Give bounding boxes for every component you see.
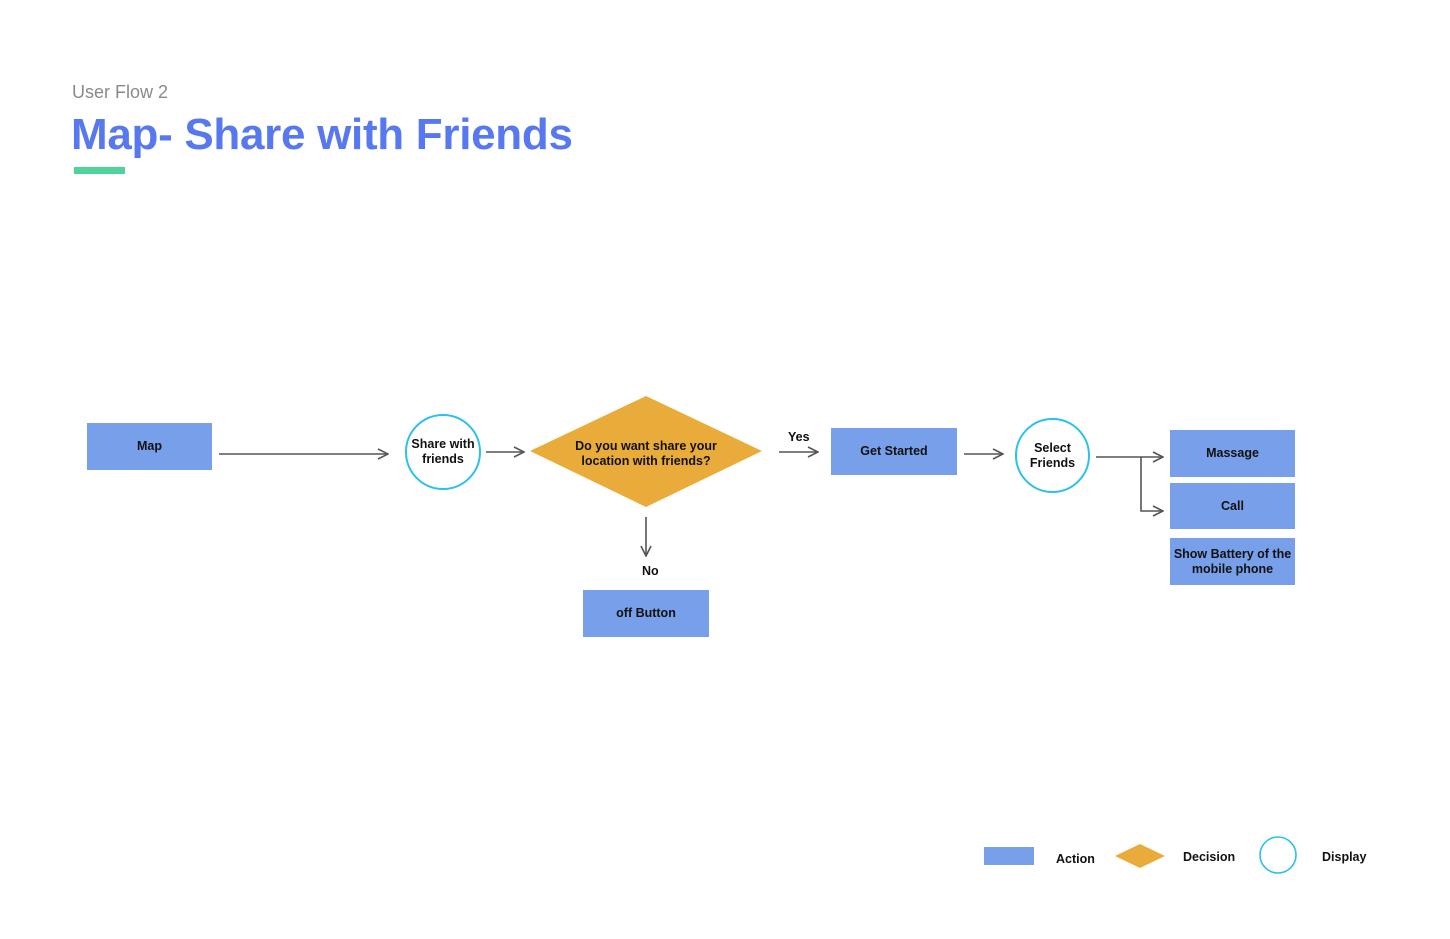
page-title: Map- Share with Friends [71, 110, 573, 159]
flow-subtitle: User Flow 2 [72, 82, 169, 102]
node-share-with-friends-label: Share with friends [411, 437, 475, 466]
legend-action-label: Action [1056, 852, 1095, 866]
node-map[interactable]: Map [87, 423, 212, 470]
legend-action-swatch [984, 847, 1034, 865]
edge-label-yes: Yes [788, 430, 810, 444]
legend-decision-swatch [1115, 844, 1165, 868]
legend-decision-label: Decision [1183, 850, 1236, 864]
node-off-button[interactable]: off Button [583, 590, 709, 637]
node-massage[interactable]: Massage [1170, 430, 1295, 477]
legend-display-swatch [1259, 836, 1297, 874]
node-show-battery[interactable]: Show Battery of the mobile phone [1170, 538, 1295, 585]
node-select-friends[interactable]: Select Friends [1015, 418, 1090, 493]
node-get-started[interactable]: Get Started [831, 428, 957, 475]
node-call[interactable]: Call [1170, 483, 1295, 529]
node-show-battery-label: Show Battery of the mobile phone [1173, 546, 1292, 576]
decision-diamond[interactable] [530, 396, 762, 507]
legend-display-label: Display [1322, 850, 1367, 864]
edge-label-no: No [642, 564, 659, 578]
title-underline [74, 167, 125, 174]
node-share-with-friends[interactable]: Share with friends [405, 414, 481, 490]
node-decision-label: Do you want share your location with fri… [575, 439, 717, 468]
arrow-select-to-call [1140, 457, 1163, 511]
node-select-friends-label: Select Friends [1029, 440, 1076, 470]
